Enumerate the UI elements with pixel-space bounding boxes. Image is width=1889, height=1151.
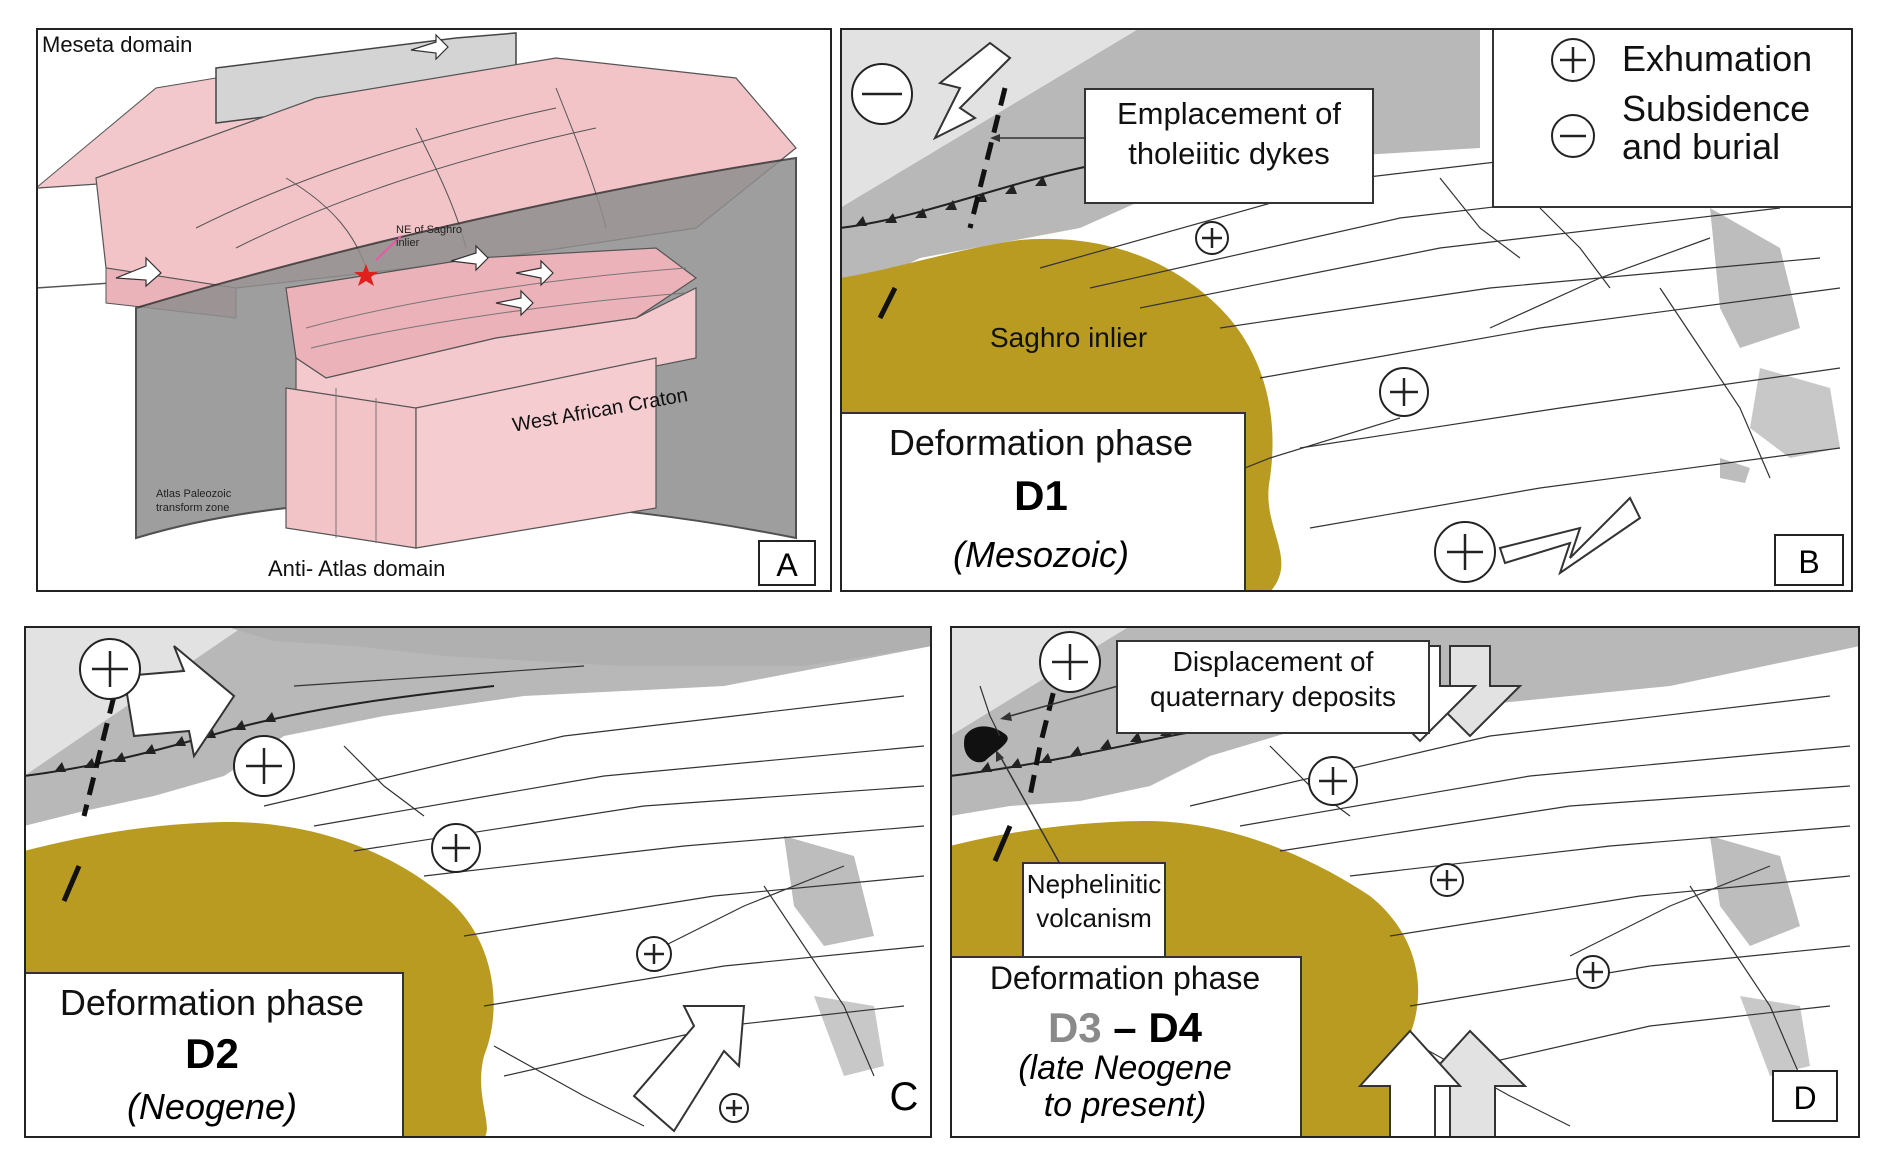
meseta-domain-label: Meseta domain <box>42 32 193 57</box>
panel-b-phase-d1: Emplacement of tholeiitic dykes Exhumati… <box>840 28 1853 592</box>
anti-atlas-domain-label: Anti- Atlas domain <box>268 556 446 581</box>
transform-zone-label: Atlas Paleozoic transform zone <box>156 488 232 515</box>
phase-id-d2: D2 <box>185 1030 239 1077</box>
phase-title-d2: Deformation phase <box>59 982 365 1023</box>
phase-title-d1: Deformation phase <box>888 422 1194 463</box>
ne-saghro-label: NE of Saghro inlier <box>396 224 463 250</box>
phase-title-d3-d4: Deformation phase <box>989 960 1261 996</box>
emplacement-callout <box>1084 88 1374 204</box>
phase-era-d3-d4: (late Neogene to present) <box>1018 1049 1232 1125</box>
phase-id-d3-d4: D3 – D4 <box>950 1004 1300 1052</box>
phase-dash: – <box>1101 1004 1149 1051</box>
phase-box-d3-d4 <box>950 956 1302 1138</box>
panel-c-phase-d2: Deformation phase D2 (Neogene) C <box>24 626 932 1138</box>
panel-a-block-diagram: Meseta domain NE of Saghro inlier West A… <box>36 28 832 592</box>
phase-id-d4: D4 <box>1148 1004 1203 1051</box>
phase-box-d1 <box>840 412 1246 592</box>
block-diagram-illustration <box>36 32 797 549</box>
panel-letter-d: D <box>1772 1070 1838 1122</box>
saghro-inlier-label: Saghro inlier <box>990 322 1148 353</box>
phase-box-d2 <box>24 972 404 1138</box>
panel-letter-c: C <box>889 1075 919 1119</box>
panel-letter-a: A <box>758 540 816 586</box>
legend-exhumation: Exhumation <box>1622 38 1813 79</box>
phase-era-d1: (Mesozoic) <box>952 534 1130 575</box>
panel-letter-b: B <box>1774 534 1844 586</box>
panel-d-phase-d3-d4: Displacement of quaternary deposits Neph… <box>950 626 1860 1138</box>
phase-era-d2: (Neogene) <box>126 1086 298 1127</box>
phase-id-d3: D3 <box>1047 1004 1102 1051</box>
legend-subsidence: Subsidence and burial <box>1622 88 1811 167</box>
phase-id-d1: D1 <box>1014 472 1068 519</box>
nephelinitic-label: Nephelinitic volcanism <box>1026 869 1162 933</box>
displacement-label: Displacement of quaternary deposits <box>1150 646 1396 712</box>
emplacement-label: Emplacement of tholeiitic dykes <box>1117 96 1341 172</box>
